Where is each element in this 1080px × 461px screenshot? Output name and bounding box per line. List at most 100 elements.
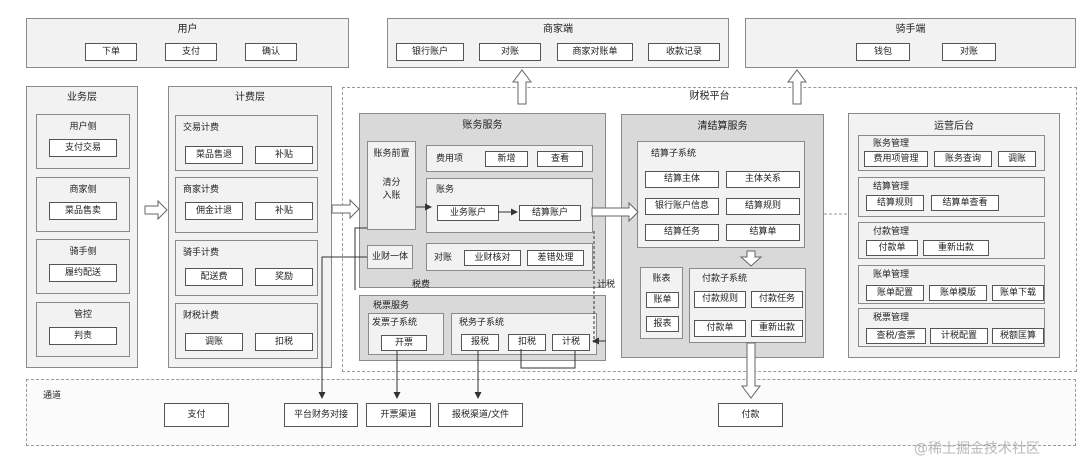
watermark: @稀土掘金技术社区 <box>914 441 1040 457</box>
settlement-order-view-button[interactable]: 结算单查看 <box>931 195 999 211</box>
finance-tax-platform: 财税平台 <box>342 87 1077 372</box>
channel-payout-button[interactable]: 付款 <box>718 403 783 427</box>
error-handling-button[interactable]: 差错处理 <box>527 250 584 266</box>
biz-finance-check-button[interactable]: 业财核对 <box>464 250 521 266</box>
pay-button[interactable]: 支付 <box>165 43 217 61</box>
merchant-statement-button[interactable]: 商家对账单 <box>557 43 633 61</box>
billing-merchant: 商家计费 佣金计退 补贴 <box>175 177 318 233</box>
invoice-subsystem-title: 发票子系统 <box>372 318 418 328</box>
tax-estimate-button[interactable]: 税额匡算 <box>992 328 1044 344</box>
bill-config-button[interactable]: 账单配置 <box>866 285 924 301</box>
fee-item-mgmt-button[interactable]: 费用项管理 <box>864 151 928 167</box>
billing-tax-title: 财税计费 <box>183 311 220 321</box>
user-panel-title: 用户 <box>177 24 198 35</box>
ledger-box: 账表 账单 报表 <box>640 267 683 339</box>
bill-button[interactable]: 账单 <box>646 292 679 308</box>
fee-add-button[interactable]: 新增 <box>485 151 528 167</box>
user-panel: 用户 下单 支付 确认 <box>26 18 349 68</box>
tax-invoice-query-button[interactable]: 查税/查票 <box>866 328 926 344</box>
tax-calc-config-button[interactable]: 计税配置 <box>930 328 988 344</box>
posting-label: 入账 <box>382 191 401 201</box>
billing-trade: 交易计费 菜品售退 补贴 <box>175 115 318 171</box>
fee-items-label: 费用项 <box>436 154 464 164</box>
settlement-order-button[interactable]: 结算单 <box>726 224 800 241</box>
tax-invoice-service-title: 税票服务 <box>373 301 410 311</box>
ops-repayout-button[interactable]: 重新出款 <box>923 240 989 256</box>
tax-calc-button[interactable]: 计税 <box>552 334 590 351</box>
ops-settlement-rules-button[interactable]: 结算规则 <box>866 195 924 211</box>
dish-sale-return-item: 菜品售退 <box>185 146 243 164</box>
up-to-rider-arrow <box>787 69 807 105</box>
settlement-account-button[interactable]: 结算账户 <box>519 205 581 221</box>
reward-item: 奖励 <box>255 268 313 286</box>
business-layer-title: 业务层 <box>67 92 97 103</box>
pay-trade-item: 支付交易 <box>49 139 117 157</box>
bank-account-button[interactable]: 银行账户 <box>396 43 464 61</box>
accounting-front-title: 账务前置 <box>373 149 410 159</box>
biz-user-side: 用户侧 支付交易 <box>36 114 130 169</box>
platform-finance-button[interactable]: 平台财务对接 <box>284 403 358 427</box>
ops-settlement-mgmt: 结算管理 结算规则 结算单查看 <box>858 177 1045 217</box>
settlement-rules-button[interactable]: 结算规则 <box>726 198 800 215</box>
up-to-merchant-arrow <box>512 69 532 105</box>
biz-merchant-side: 商家侧 菜品售卖 <box>36 177 130 232</box>
bill-template-button[interactable]: 账单模版 <box>929 285 987 301</box>
entity-relation-button[interactable]: 主体关系 <box>726 171 800 188</box>
business-account-button[interactable]: 业务账户 <box>437 205 499 221</box>
billing-merchant-title: 商家计费 <box>183 185 220 195</box>
billing-tax: 财税计费 调账 扣税 <box>175 303 318 359</box>
tax-report-button[interactable]: 报税 <box>461 334 499 351</box>
accounts-label: 账务 <box>436 185 455 195</box>
ops-settlement-mgmt-title: 结算管理 <box>873 182 910 192</box>
billing-to-accounting-arrow <box>331 198 360 220</box>
delivery-fee-item: 配送费 <box>185 268 243 286</box>
payment-subsystem-title: 付款子系统 <box>702 274 748 284</box>
settlement-subsystem: 结算子系统 结算主体 主体关系 银行账户信息 结算规则 结算任务 结算单 <box>637 141 805 248</box>
payment-rules-button[interactable]: 付款规则 <box>694 291 746 308</box>
payment-order-button[interactable]: 付款单 <box>694 320 746 337</box>
accounting-service-title: 账务服务 <box>462 120 503 131</box>
ops-payment-order-button[interactable]: 付款单 <box>866 240 918 256</box>
account-query-button[interactable]: 账务查询 <box>934 151 992 167</box>
biz-control-title: 管控 <box>73 310 92 320</box>
order-button[interactable]: 下单 <box>85 43 137 61</box>
tax-fee-label: 税费 <box>412 280 431 290</box>
billing-rider-title: 骑手计费 <box>183 248 220 258</box>
biz-rider-side-title: 骑手侧 <box>69 247 97 257</box>
tax-channel-button[interactable]: 报税渠道/文件 <box>438 403 523 427</box>
billing-adjust-item: 调账 <box>185 333 243 351</box>
ops-tax-mgmt: 税票管理 查税/查票 计税配置 税额匡算 <box>858 308 1045 347</box>
confirm-button[interactable]: 确认 <box>245 43 297 61</box>
issue-invoice-button[interactable]: 开票 <box>381 335 427 351</box>
tax-withhold-button[interactable]: 扣税 <box>508 334 546 351</box>
ops-payment-mgmt-title: 付款管理 <box>873 227 910 237</box>
reconciliation-box: 对账 业财核对 差错处理 <box>426 243 593 271</box>
ops-bill-mgmt: 账单管理 账单配置 账单模版 账单下载 <box>858 265 1045 304</box>
accounting-to-settlement-arrow <box>591 201 639 223</box>
bank-account-info-button[interactable]: 银行账户信息 <box>645 198 719 215</box>
fee-view-button[interactable]: 查看 <box>537 151 583 167</box>
channel-pay-button[interactable]: 支付 <box>164 403 229 427</box>
invoice-channel-button[interactable]: 开票渠道 <box>366 403 431 427</box>
liability-item: 判责 <box>49 327 117 345</box>
payment-task-button[interactable]: 付款任务 <box>751 291 803 308</box>
settlement-entity-button[interactable]: 结算主体 <box>645 171 719 188</box>
biz-rider-side: 骑手侧 履约配送 <box>36 239 130 294</box>
tax-subsystem: 税务子系统 报税 扣税 计税 <box>451 313 597 355</box>
tax-subsystem-title: 税务子系统 <box>459 318 505 328</box>
reconciliation-label: 对账 <box>434 253 453 263</box>
finance-integration: 业财一体 <box>367 245 413 269</box>
merchant-subsidy-item: 补贴 <box>255 202 313 220</box>
billing-rider: 骑手计费 配送费 奖励 <box>175 240 318 296</box>
wallet-button[interactable]: 钱包 <box>856 43 910 61</box>
rider-recon-button[interactable]: 对账 <box>942 43 996 61</box>
receipt-records-button[interactable]: 收款记录 <box>648 43 720 61</box>
adjust-account-button[interactable]: 调账 <box>998 151 1036 167</box>
merchant-recon-button[interactable]: 对账 <box>479 43 541 61</box>
repayout-button[interactable]: 重新出款 <box>751 320 803 337</box>
settlement-task-button[interactable]: 结算任务 <box>645 224 719 241</box>
rider-panel-title: 骑手端 <box>895 24 926 35</box>
bill-download-button[interactable]: 账单下载 <box>992 285 1044 301</box>
report-button[interactable]: 报表 <box>646 316 679 332</box>
